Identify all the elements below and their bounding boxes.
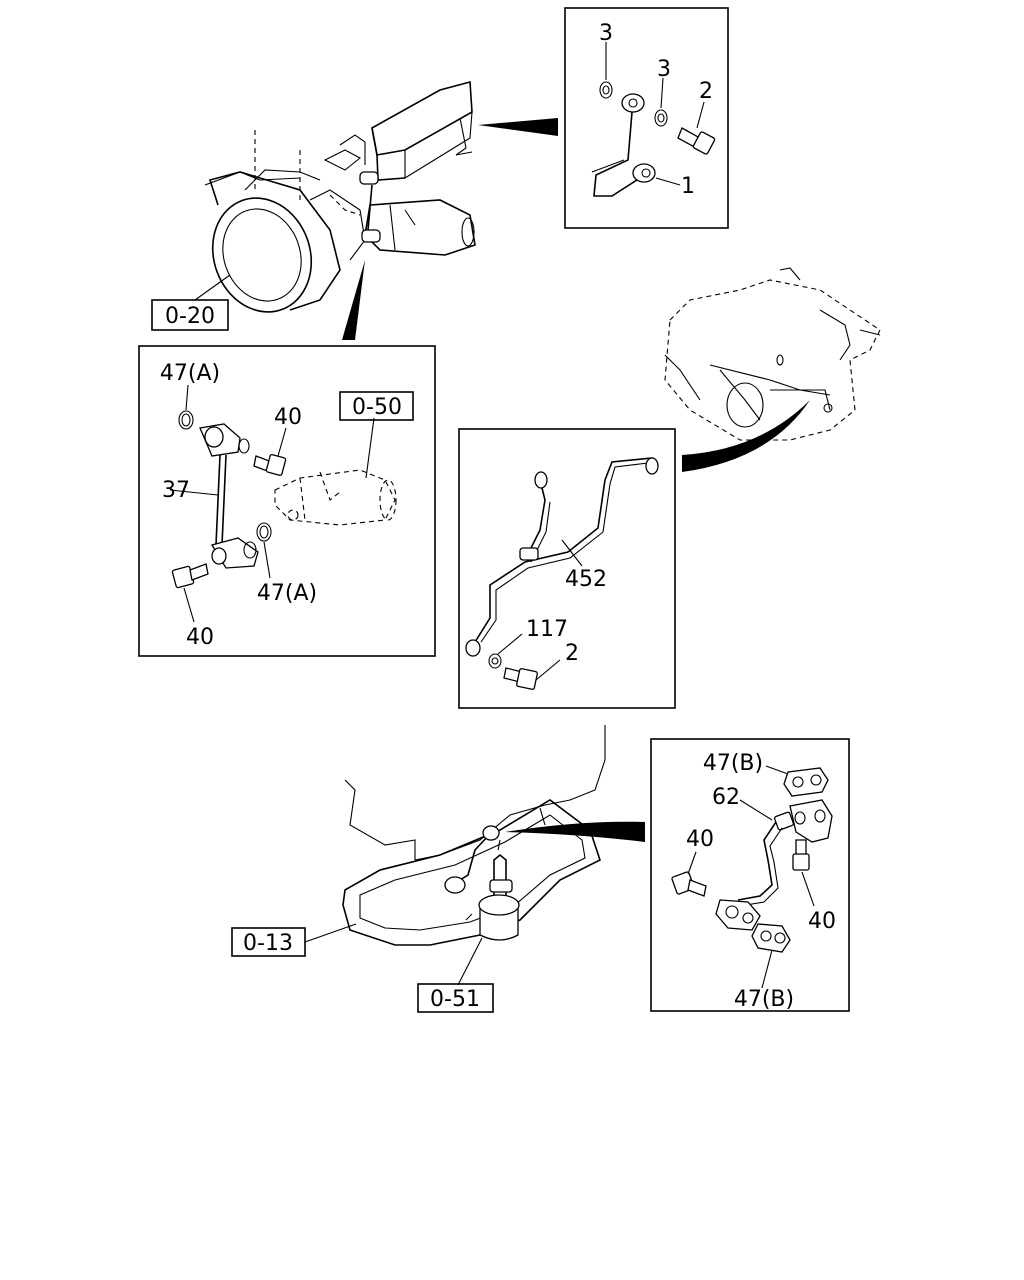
gasket-icon: [783, 767, 829, 797]
label-part-40-top: 40: [274, 405, 302, 430]
pipe-icon: [474, 457, 655, 643]
engine-housing-illustration: [194, 80, 558, 340]
ref-box-0-20: [151, 299, 229, 331]
label-part-1: 1: [681, 174, 695, 199]
washer-icon: [488, 653, 502, 669]
ref-label-0-20: 0-20: [165, 304, 215, 329]
engine-side-illustration: [664, 267, 881, 472]
eye-joint-icon: [534, 471, 548, 489]
eye-joint-icon: [645, 457, 659, 475]
label-part-62: 62: [712, 785, 740, 810]
pipe-icon: [737, 821, 777, 901]
label-part-2-b: 2: [565, 641, 579, 666]
ref-label-0-13: 0-13: [243, 931, 293, 956]
detail-box-oil-cooler-pipe: [650, 738, 850, 1012]
washer-icon: [654, 109, 668, 127]
label-part-40-left: 40: [686, 827, 714, 852]
label-part-47b-bottom: 47(B): [734, 987, 794, 1012]
eye-joint-icon: [465, 639, 481, 657]
oil-pan-illustration: [304, 725, 645, 986]
label-part-37: 37: [162, 478, 190, 503]
ref-box-0-13: [231, 927, 306, 957]
label-part-3-b: 3: [657, 57, 671, 82]
washer-icon: [599, 81, 613, 99]
oring-icon: [178, 410, 194, 430]
eye-joint-icon: [632, 163, 656, 183]
label-part-3-a: 3: [599, 21, 613, 46]
detail-box-oil-pipe: [138, 345, 436, 657]
label-part-47a-bottom: 47(A): [257, 581, 317, 606]
label-part-40-bottom: 40: [186, 625, 214, 650]
eye-joint-icon: [621, 93, 645, 113]
label-part-452: 452: [565, 567, 607, 592]
oring-icon: [256, 522, 272, 542]
detail-box-eye-pipe: [564, 7, 729, 229]
ref-box-0-51: [417, 983, 494, 1013]
label-part-117: 117: [526, 617, 568, 642]
label-part-2-a: 2: [699, 79, 713, 104]
ref-label-0-50: 0-50: [352, 395, 402, 420]
label-part-47a-top: 47(A): [160, 361, 220, 386]
ref-box-0-50: [339, 391, 414, 421]
label-part-40-right: 40: [808, 909, 836, 934]
detail-box-fuel-pipe: [458, 428, 676, 709]
pipe-icon: [593, 111, 641, 197]
label-part-47b-top: 47(B): [703, 751, 763, 776]
ref-label-0-51: 0-51: [430, 987, 480, 1012]
pipe-icon: [215, 454, 221, 546]
